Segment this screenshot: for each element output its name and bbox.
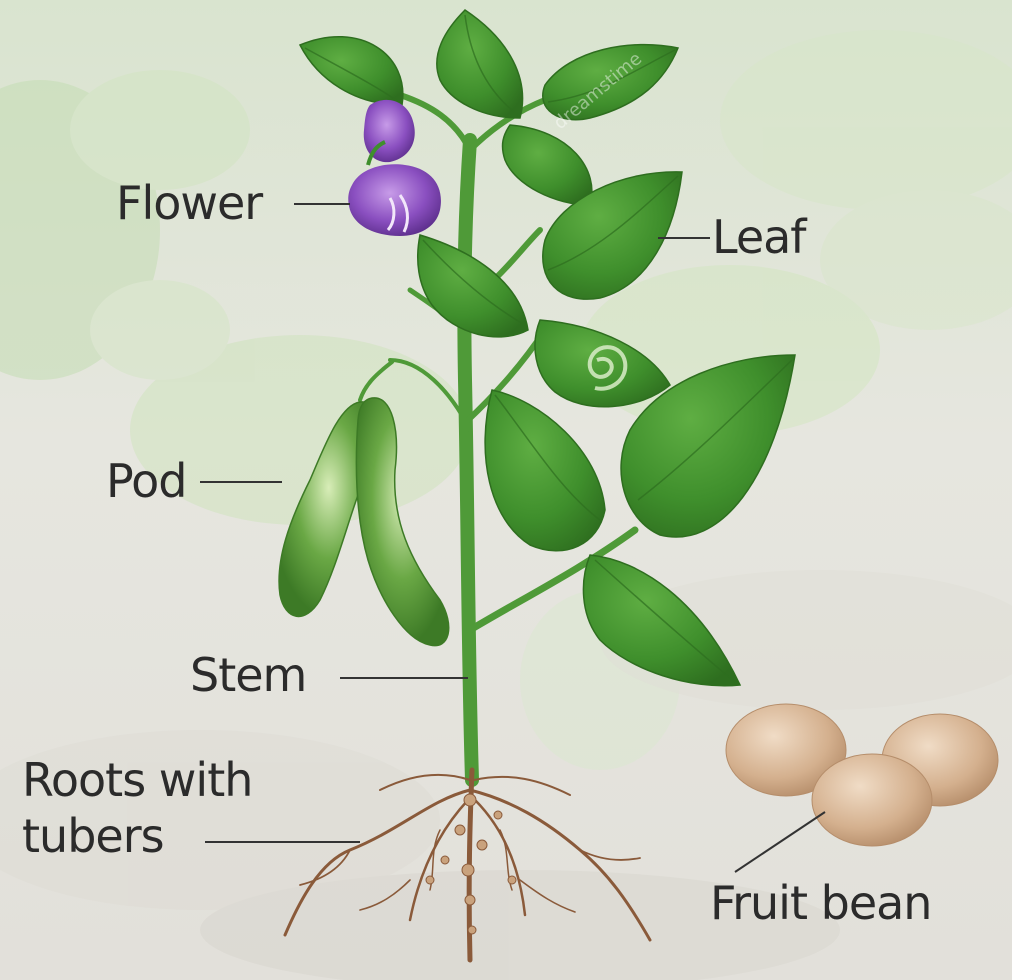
label-leaf: Leaf bbox=[712, 214, 806, 260]
label-roots-line-1: Roots with bbox=[22, 752, 252, 808]
label-roots-line-2: tubers bbox=[22, 808, 252, 864]
label-pod: Pod bbox=[106, 458, 186, 504]
label-roots-with-tubers: Roots with tubers bbox=[22, 752, 252, 864]
label-stem: Stem bbox=[190, 652, 306, 698]
label-fruit-bean: Fruit bean bbox=[710, 880, 931, 926]
label-flower: Flower bbox=[116, 180, 262, 226]
